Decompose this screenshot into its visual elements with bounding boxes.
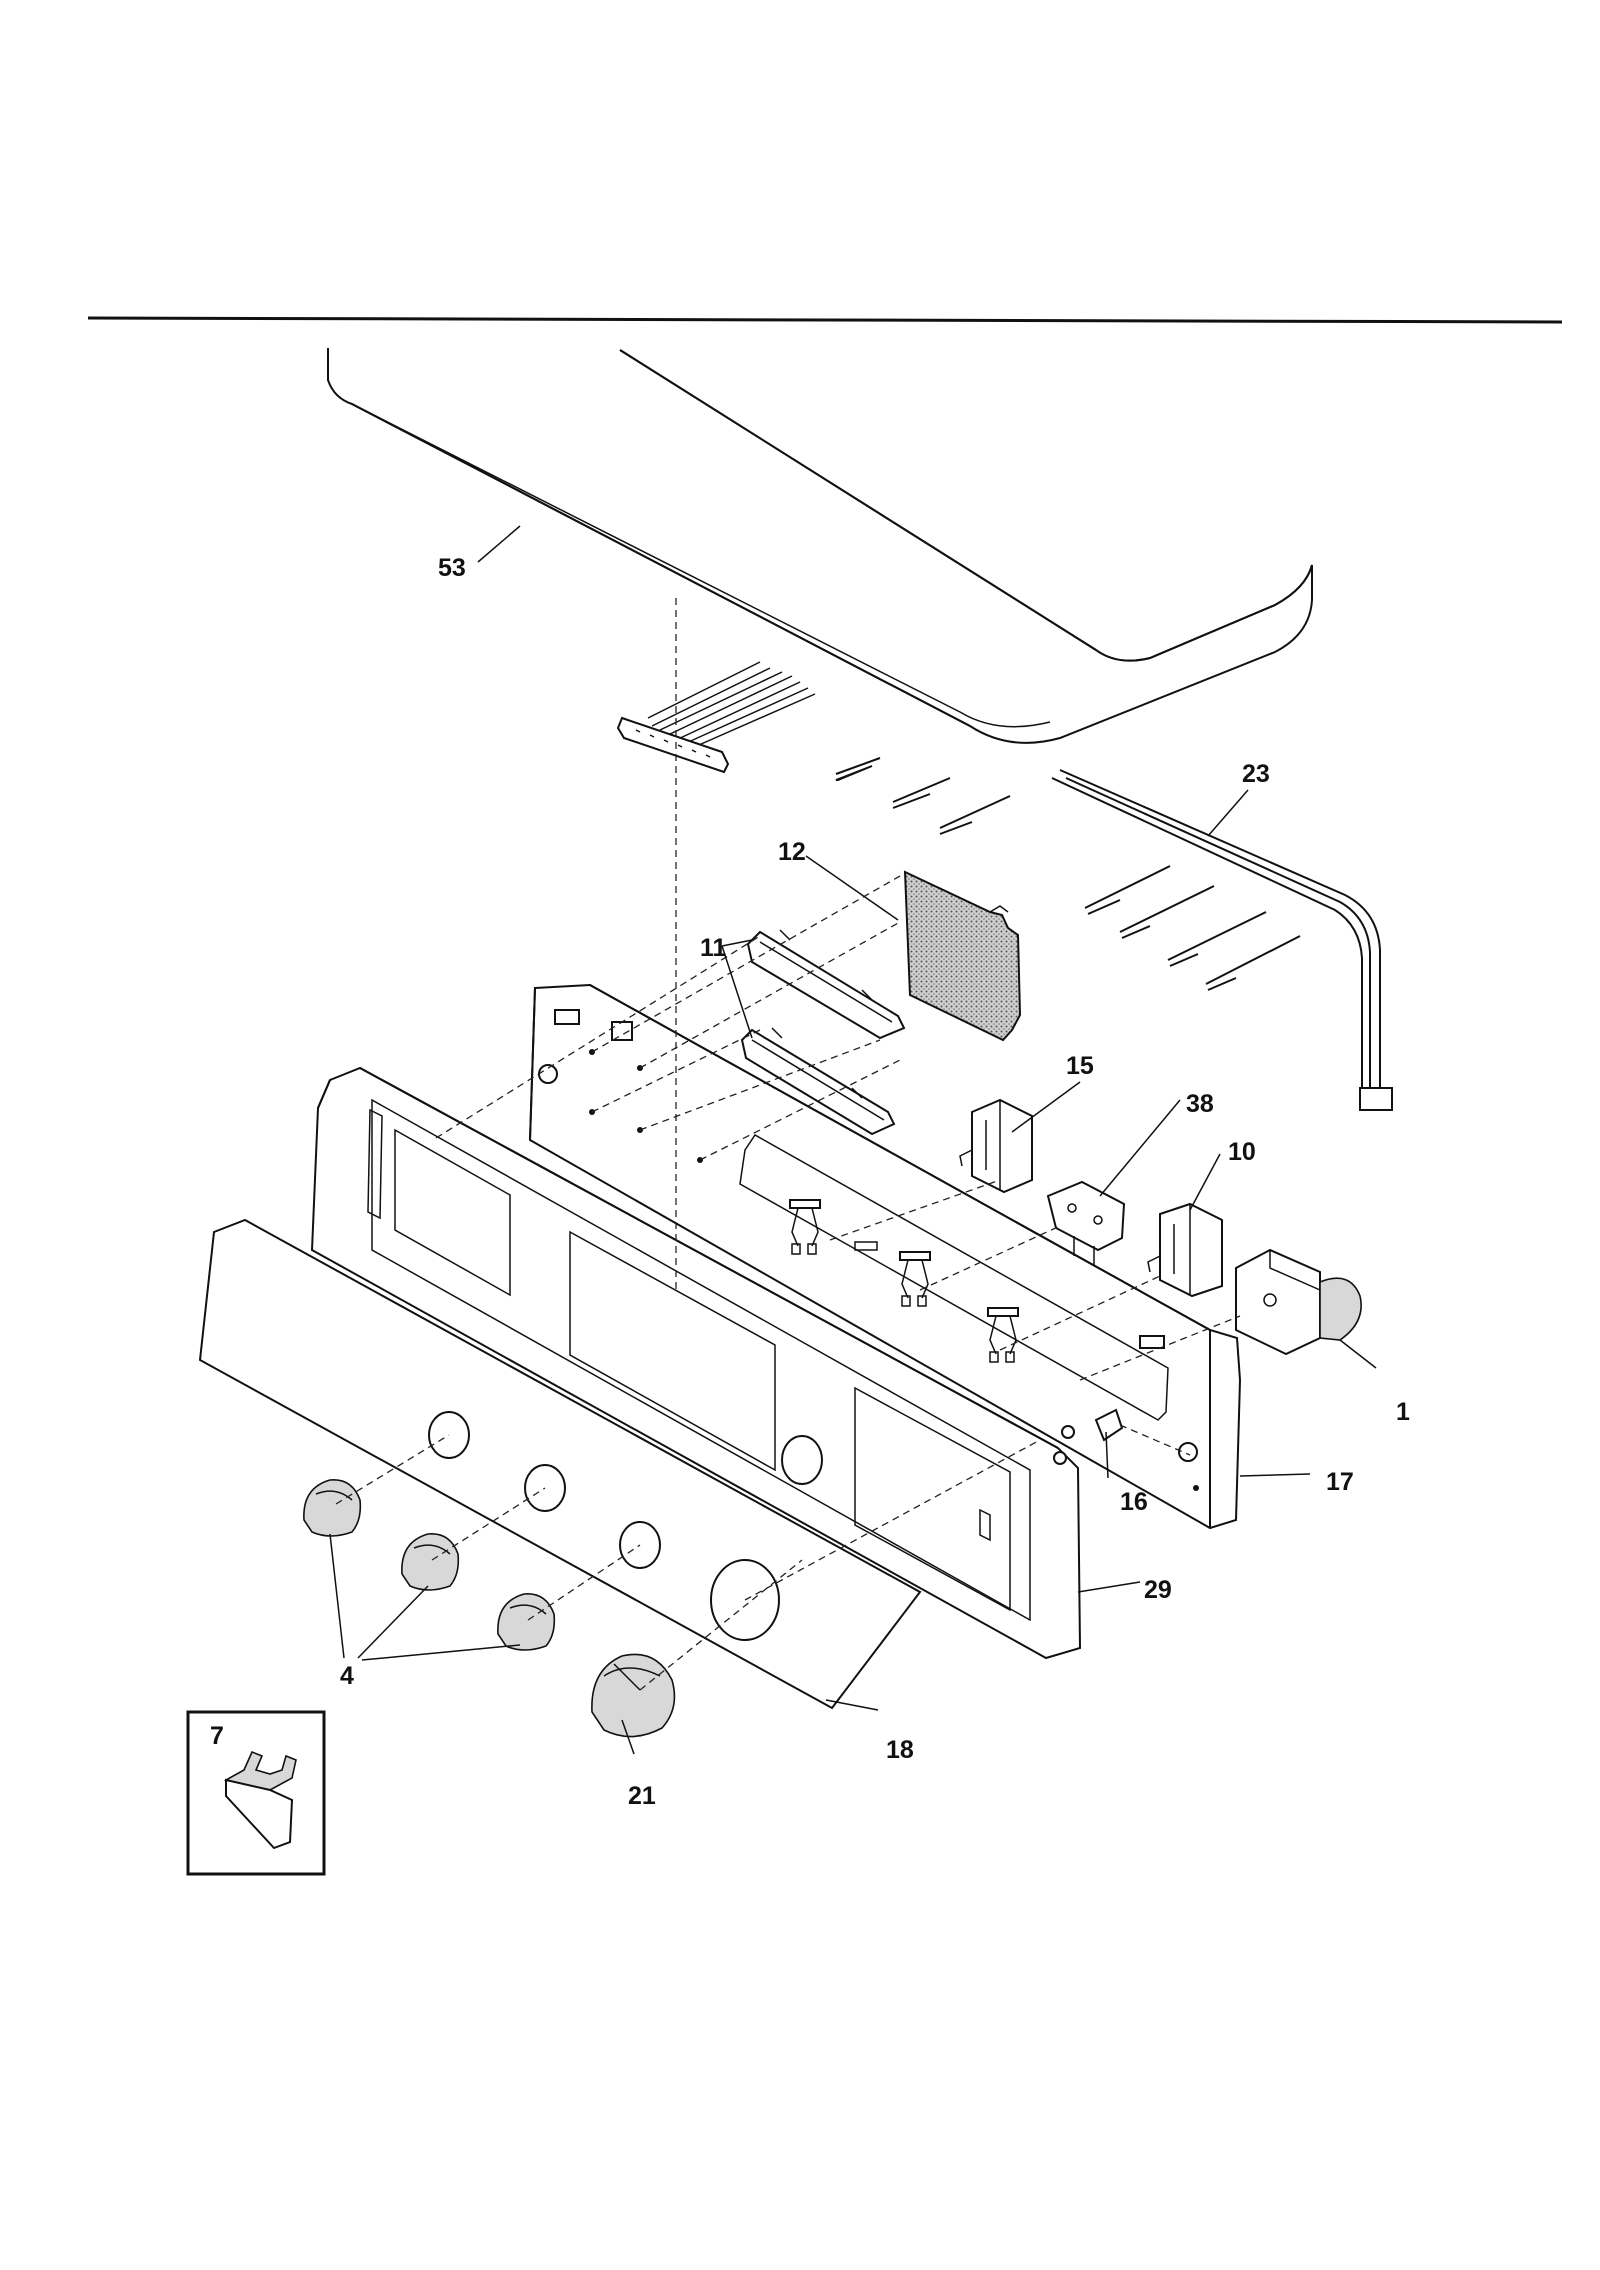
part-23-wire-harness [1051,769,1393,1111]
part-29-front-bezel [310,1066,1082,1660]
part-21-large-knob [591,1653,676,1738]
part-10-switch [1147,1202,1223,1298]
callout-16: 16 [1120,1488,1148,1516]
part-18-overlay-panel [198,1218,922,1710]
callout-17: 17 [1326,1468,1354,1496]
leader-lines [329,525,1377,1755]
terminal-leads [835,757,1011,835]
callout-labels: 53 23 12 11 15 38 10 1 17 16 29 4 7 18 2… [210,554,1410,1810]
part-15-switch [959,1098,1033,1194]
callout-11: 11 [700,934,727,962]
callout-38: 38 [1186,1090,1214,1118]
part-53-console-top [327,348,1313,744]
part-4-knobs [303,1479,556,1651]
part-16-small-part [1053,1408,1124,1465]
header-rule [87,316,1563,324]
callout-53: 53 [438,554,466,582]
wire-harness-connector [616,661,816,774]
callout-18: 18 [886,1736,914,1764]
callout-21: 21 [628,1782,656,1810]
callout-12: 12 [778,838,806,866]
part-1-timer [1235,1248,1362,1356]
callout-23: 23 [1242,760,1270,788]
part-12-control-board [903,870,1022,1042]
callout-7: 7 [210,1722,224,1750]
callout-10: 10 [1228,1138,1256,1166]
callout-15: 15 [1066,1052,1094,1080]
callout-29: 29 [1144,1576,1172,1604]
alignment-lines [335,598,1241,1691]
part-11-board-brackets [740,929,906,1136]
part-17-rear-panel [528,983,1242,1530]
callout-4: 4 [340,1662,354,1690]
callout-1: 1 [1396,1398,1410,1426]
part-7-inset [186,1710,326,1876]
